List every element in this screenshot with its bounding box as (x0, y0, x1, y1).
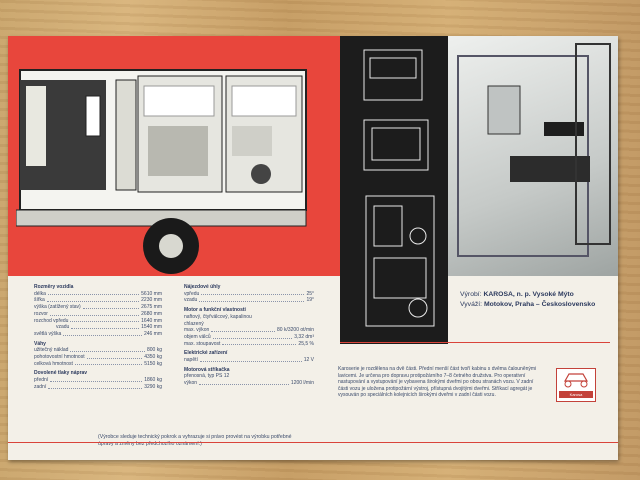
exporter-label: Vyváží: (460, 301, 483, 308)
plan-view-drawing (365, 195, 435, 327)
disclaimer-note: (Výrobce sleduje technický pokrok a vyhr… (98, 434, 292, 447)
hose-rack-2 (231, 85, 297, 117)
spec-row: výška (zatížený stav)2675 mm (34, 304, 162, 311)
tool-box (232, 126, 272, 156)
ladder-rack (115, 79, 137, 191)
pump-line: přenosná, typ PS 12 (184, 373, 230, 380)
producer-label: Výrobí: (460, 291, 482, 298)
black-drawing-panel (340, 36, 448, 344)
engine-line: naftový, čtyřválcový, kapalinou (184, 313, 252, 320)
front-view-drawing (363, 49, 423, 101)
dimensions-heading: Rozměry vozidla (34, 284, 74, 290)
producer-name: KAROSA, n. p. Vysoké Mýto (483, 291, 574, 298)
red-divider (340, 342, 610, 343)
wheel-hub (159, 234, 183, 258)
axle-heading: Dovolené tlaky náprav (34, 370, 88, 377)
rear-view-drawing (363, 119, 429, 171)
engine-heading: Motor a funkční vlastnosti (184, 307, 246, 314)
pump-heading: Motorová stříkačka (184, 366, 230, 373)
weights-heading: Váhy (34, 340, 46, 347)
engine-line: chlazený (184, 320, 204, 327)
cab-door (26, 86, 46, 166)
angles-heading: Nájezdové úhly (184, 284, 221, 290)
bottom-red-line (8, 442, 618, 443)
reel-icon (251, 164, 271, 184)
karosa-logo: Karosa (556, 368, 596, 402)
technical-drawings (363, 49, 435, 327)
body-description: Karoserie je rozdělena na dvě části. Pře… (338, 366, 537, 399)
hose-rack (143, 85, 215, 117)
electric-heading: Elektrické zařízení (184, 350, 228, 357)
cab-window (85, 95, 101, 137)
carriage-icon (563, 373, 589, 388)
interior-photo (448, 36, 618, 276)
exporter-name: Motokov, Praha – Československo (483, 301, 596, 308)
cab-interior-photo (457, 43, 611, 257)
logo-text: Karosa (559, 391, 593, 398)
open-door (575, 43, 611, 245)
pump-unit (148, 126, 208, 176)
bench-seat (510, 156, 590, 182)
manufacturer-info: Výrobí: KAROSA, n. p. Vysoké Mýto Vyváží… (460, 290, 595, 310)
fire-truck-photo (16, 69, 307, 274)
backrest (544, 122, 584, 136)
